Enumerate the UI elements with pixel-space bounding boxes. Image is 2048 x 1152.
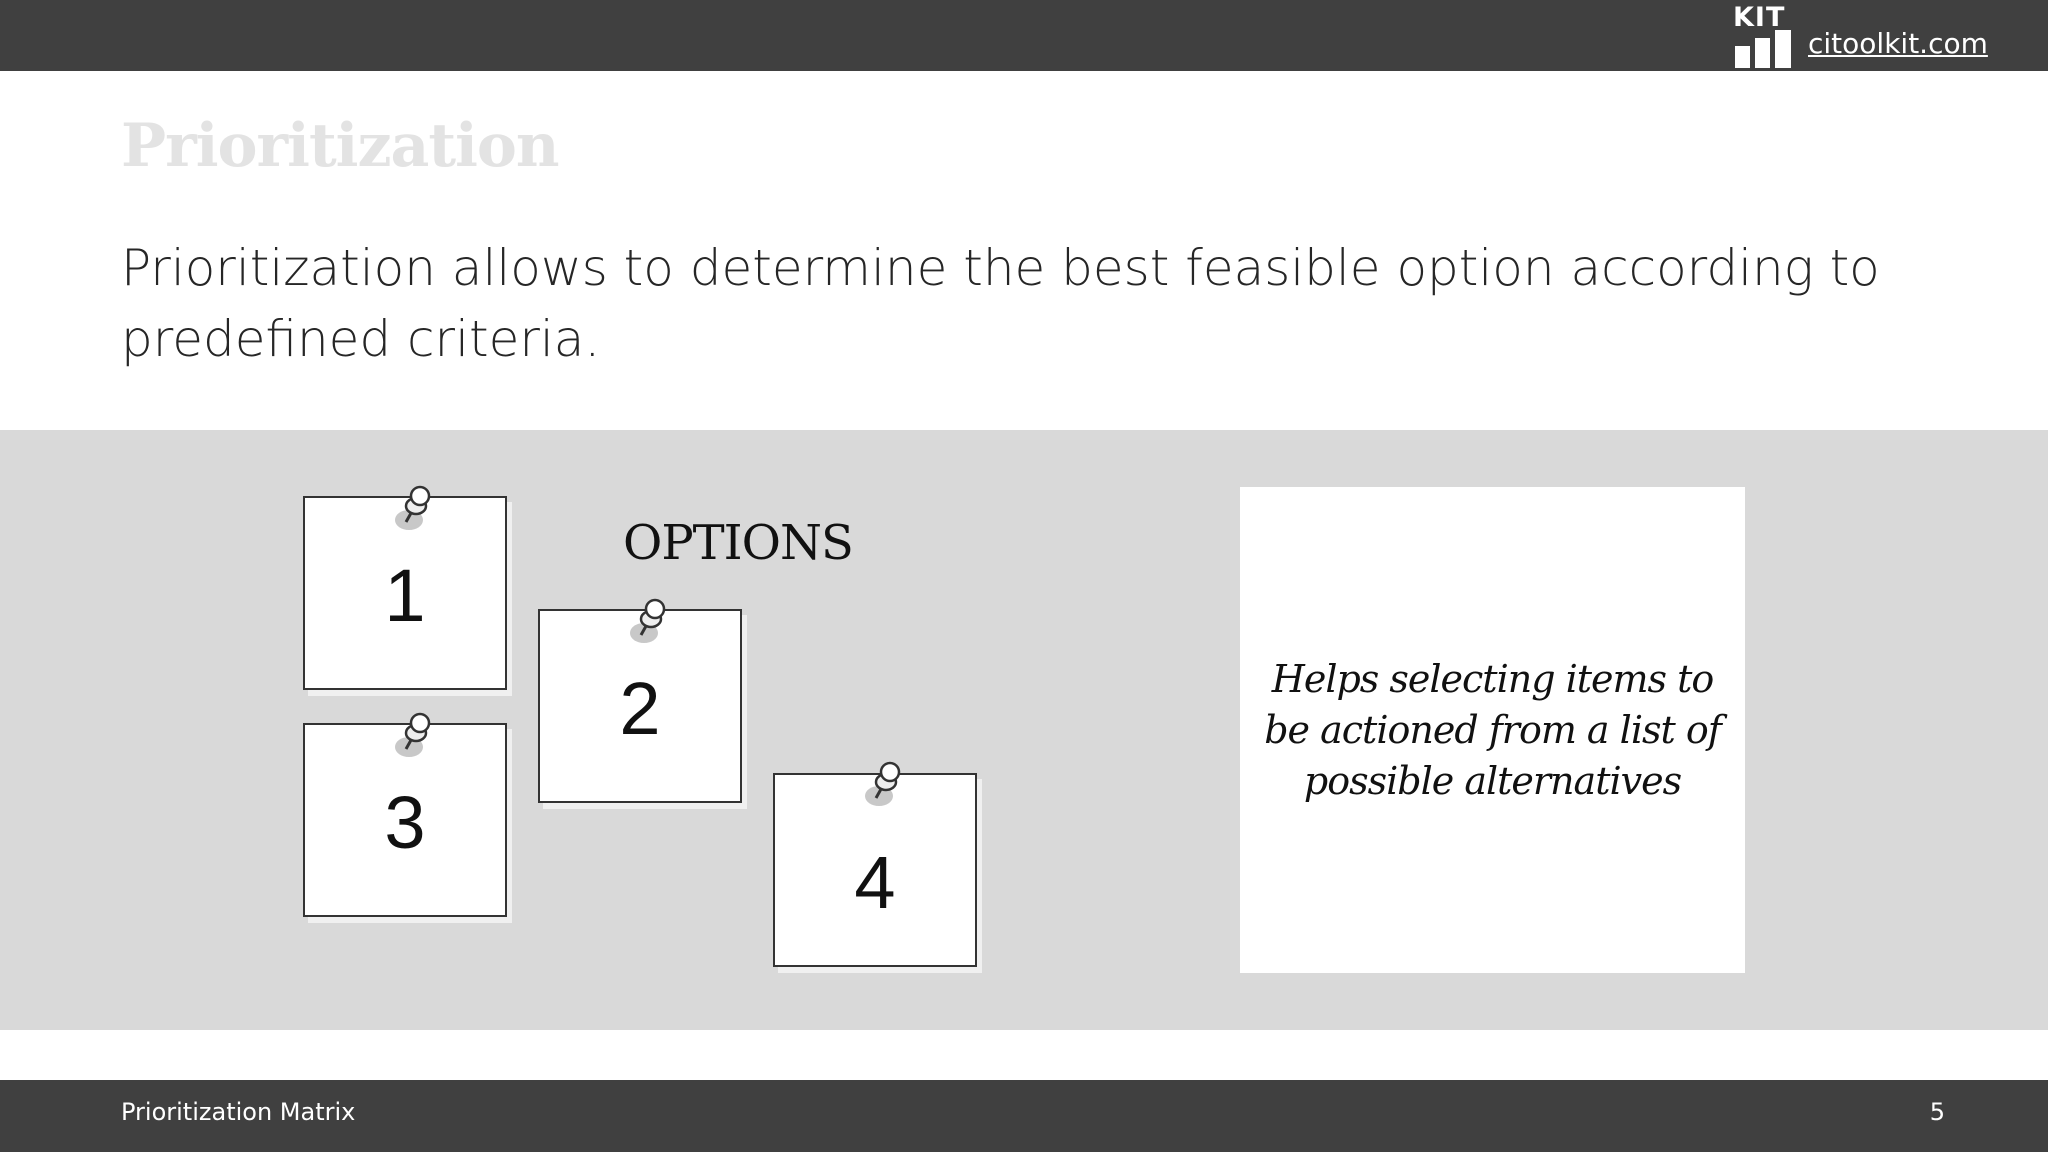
pushpin-icon <box>865 761 901 806</box>
note-number: 4 <box>854 841 896 924</box>
footer-title: Prioritization Matrix <box>121 1098 356 1126</box>
slide-title: Prioritization <box>121 111 560 181</box>
top-bar <box>0 0 2048 71</box>
intro-text: Prioritization allows to determine the b… <box>121 239 1880 368</box>
note-number: 2 <box>619 667 661 750</box>
pushpin-icon <box>630 598 666 643</box>
description-text: Helps selecting items to be actioned fro… <box>1264 656 1722 803</box>
description-card: Helps selecting items to be actioned fro… <box>1240 487 1745 973</box>
sticky-note-1: 1 <box>303 496 507 690</box>
page-number: 5 <box>1929 1098 1945 1126</box>
pushpin-icon <box>395 712 431 757</box>
logo-bars-icon <box>1735 30 1791 68</box>
footer-bar <box>0 1080 2048 1152</box>
logo-text: KIT <box>1733 2 1786 33</box>
sticky-note-2: 2 <box>538 609 742 803</box>
kit-logo-icon[interactable]: KIT <box>1733 4 1795 68</box>
note-number: 3 <box>384 781 426 864</box>
note-number: 1 <box>384 554 426 637</box>
site-link[interactable]: citoolkit.com <box>1808 27 1988 60</box>
pushpin-icon <box>395 485 431 530</box>
options-label: OPTIONS <box>623 515 854 571</box>
